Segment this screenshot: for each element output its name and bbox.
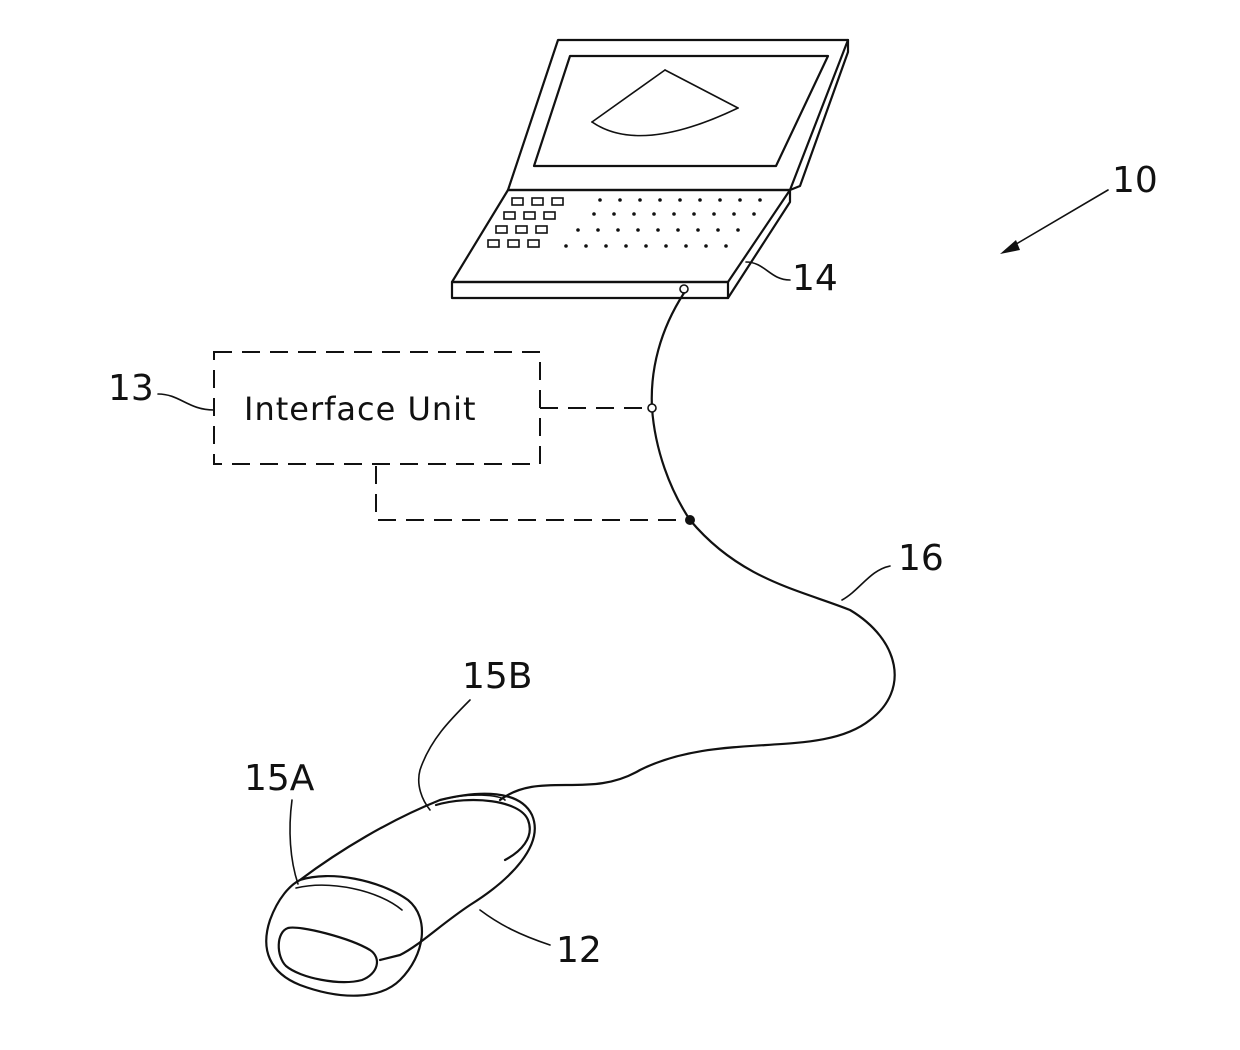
probe-face <box>266 876 422 996</box>
label-12: 12 <box>556 930 602 971</box>
probe-lens <box>279 928 377 982</box>
probe-top-cap <box>436 800 530 860</box>
leader-12 <box>480 910 550 945</box>
probe <box>266 794 535 996</box>
junction-lower <box>685 515 695 525</box>
leader-13 <box>158 394 214 410</box>
label-10: 10 <box>1112 160 1158 201</box>
leader-14 <box>746 262 790 280</box>
laptop <box>452 40 848 298</box>
label-13: 13 <box>108 368 154 409</box>
leader-15b <box>419 700 470 810</box>
interface-unit-label: Interface Unit <box>244 390 477 428</box>
laptop-base <box>452 190 790 282</box>
label-15a: 15A <box>244 758 315 799</box>
keyboard-dots <box>564 198 762 248</box>
arrow-10-head <box>1000 240 1020 254</box>
interface-link-lower <box>376 466 690 520</box>
label-16: 16 <box>898 538 944 579</box>
label-15b: 15B <box>462 656 533 697</box>
junction-upper <box>648 404 656 412</box>
ultrasound-image <box>592 70 738 136</box>
leader-16 <box>842 566 890 600</box>
label-14: 14 <box>792 258 838 299</box>
laptop-screen <box>534 56 828 166</box>
leader-15a <box>290 800 298 884</box>
arrow-10 <box>1006 190 1108 250</box>
cable-port <box>680 285 688 293</box>
laptop-lid <box>508 40 848 190</box>
cable <box>500 293 895 800</box>
